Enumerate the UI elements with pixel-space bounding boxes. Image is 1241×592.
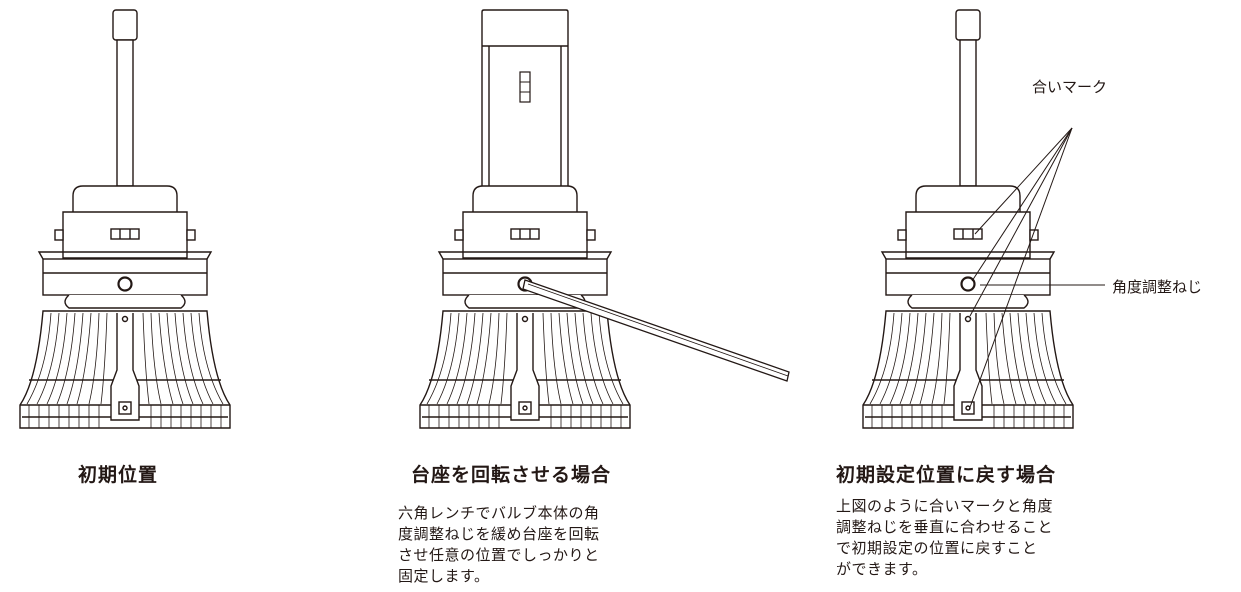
- caption-initial-position: 初期位置: [78, 464, 159, 486]
- bulb-initial-figure: [18, 9, 232, 430]
- alignment-mark-label: 合いマーク: [1032, 78, 1108, 96]
- caption-reset-position: 初期設定位置に戻す場合: [836, 464, 1057, 486]
- caption-rotate-base: 台座を回転させる場合: [411, 464, 612, 486]
- description-line: 上図のように合いマークと角度: [836, 497, 1054, 515]
- description-line: 六角レンチでバルブ本体の角: [398, 504, 600, 522]
- description-line: 度調整ねじを緩め台座を回転: [398, 525, 600, 543]
- description-line: 固定します。: [398, 567, 490, 585]
- description-line: ができます。: [836, 560, 928, 578]
- bulb-reset-figure: [861, 9, 1075, 430]
- bulb-rotate-figure: [418, 9, 790, 430]
- rotate-base-description: 六角レンチでバルブ本体の角 度調整ねじを緩め台座を回転 させ任意の位置でしっかり…: [398, 503, 600, 587]
- reset-position-description: 上図のように合いマークと角度 調整ねじを垂直に合わせること で初期設定の位置に戻…: [836, 496, 1053, 580]
- description-line: させ任意の位置でしっかりと: [398, 546, 600, 564]
- description-line: で初期設定の位置に戻すこと: [836, 539, 1038, 557]
- angle-screw-label: 角度調整ねじ: [1112, 278, 1203, 296]
- description-line: 調整ねじを垂直に合わせること: [836, 518, 1054, 536]
- hex-wrench-icon: [522, 279, 790, 382]
